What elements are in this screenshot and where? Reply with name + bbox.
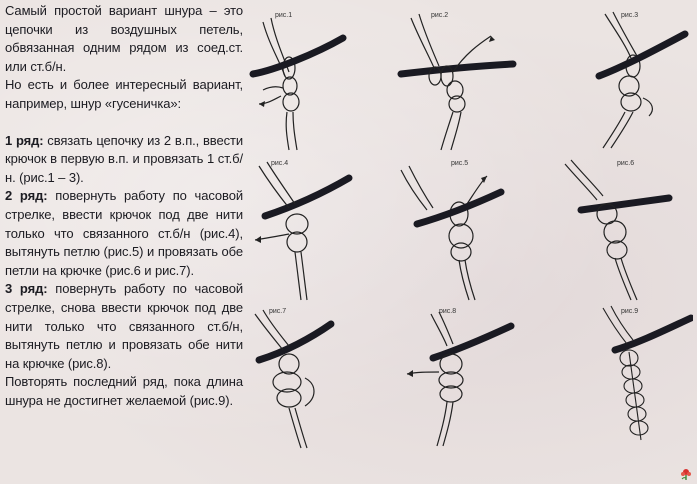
row1-paragraph: 1 ряд: связать цепочку из 2 в.п., ввести… (5, 132, 243, 188)
figure-1: рис.1 (245, 4, 393, 154)
row3-label: 3 ряд: (5, 281, 48, 297)
figure-2-drawing (397, 13, 517, 151)
figure-8-drawing (406, 311, 515, 447)
figure-1-drawing (249, 17, 347, 151)
figure-2: рис.2 (395, 4, 543, 154)
figure-4: рис.4 (245, 152, 393, 302)
outro-paragraph: Повторять последний ряд, пока длина шнур… (5, 373, 243, 410)
figure-2-label: рис.2 (431, 12, 449, 19)
intro-paragraph: Самый простой вариант шнура – это цепочк… (5, 2, 243, 76)
figure-3-drawing (595, 11, 689, 149)
figure-7: рис.7 (245, 300, 393, 450)
row2-text: повернуть работу по часовой стрелке, вве… (5, 188, 243, 278)
row2-paragraph: 2 ряд: повернуть работу по часовой стрел… (5, 187, 243, 280)
intro-paragraph-2: Но есть и более интересный вариант, напр… (5, 76, 243, 113)
row3-paragraph: 3 ряд: повернуть работу по часовой стрел… (5, 280, 243, 373)
row2-label: 2 ряд: (5, 188, 48, 204)
figure-6: рис.6 (545, 152, 693, 302)
figure-1-label: рис.1 (275, 12, 293, 19)
figure-6-label: рис.6 (617, 160, 635, 167)
figure-7-label: рис.7 (269, 308, 287, 315)
row3-text: повернуть работу по часовой стрелке, сно… (5, 281, 243, 371)
figure-9-label: рис.9 (621, 308, 639, 315)
row1-text: связать цепочку из 2 в.п., ввести крючок… (5, 132, 243, 185)
row1-label: 1 ряд: (5, 132, 44, 148)
figures-grid: рис.1 рис.2 (245, 4, 697, 482)
figure-7-drawing (254, 309, 335, 449)
figure-5-label: рис.5 (451, 160, 469, 167)
figure-6-drawing (564, 159, 673, 301)
figure-5: рис.5 (395, 152, 543, 302)
outro-text: Повторять последний ряд, пока длина шнур… (5, 374, 243, 408)
figure-9: рис.9 (545, 300, 693, 450)
flower-logo-icon (681, 469, 691, 480)
instructions-text: Самый простой вариант шнура – это цепочк… (5, 2, 243, 410)
figure-8: рис.8 (395, 300, 543, 450)
figure-4-label: рис.4 (271, 160, 289, 167)
figure-3: рис.3 (545, 4, 693, 154)
figure-4-drawing (254, 161, 353, 301)
figure-8-label: рис.8 (439, 308, 457, 315)
figure-3-label: рис.3 (621, 12, 639, 19)
figure-5-drawing (400, 165, 505, 301)
figure-9-drawing (602, 305, 693, 441)
intro-text: Самый простой вариант шнура – это цепочк… (5, 3, 243, 74)
intro-text-2: Но есть и более интересный вариант, напр… (5, 77, 243, 111)
